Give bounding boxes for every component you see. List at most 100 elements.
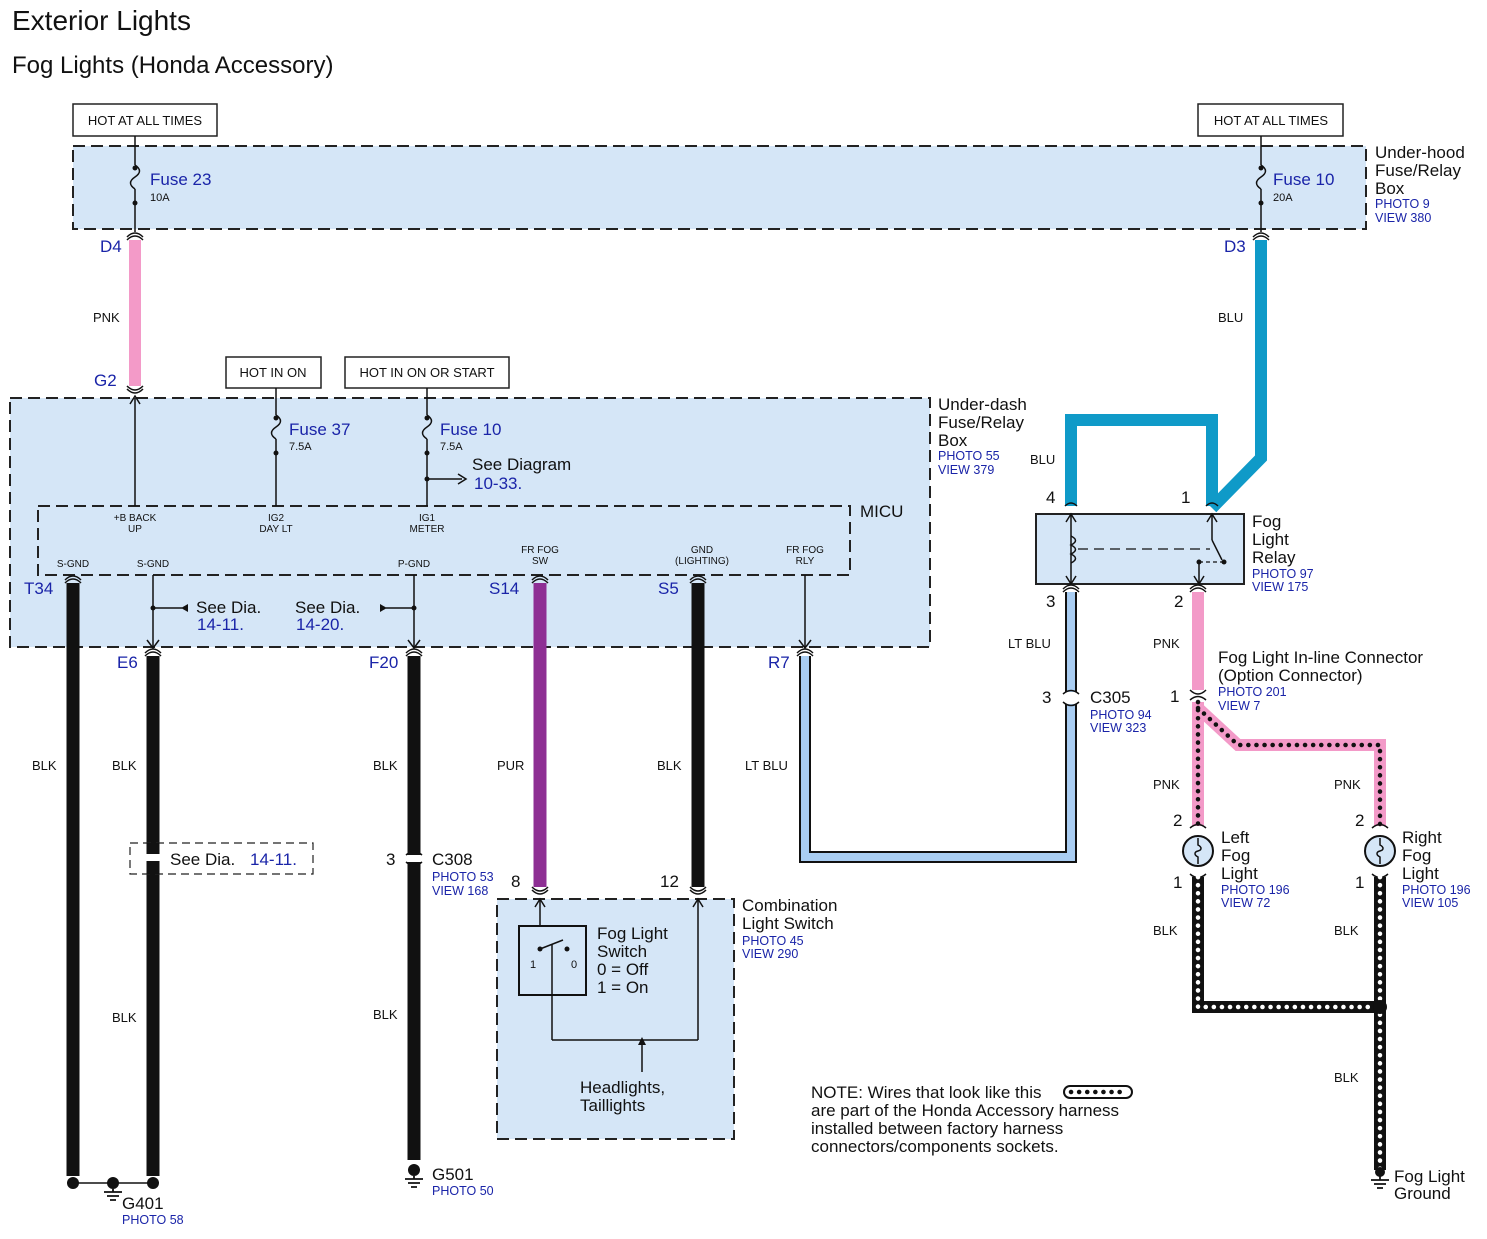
wire-label-blk-s5: BLK <box>657 758 682 773</box>
wire-label-ltblu-r7: LT BLU <box>745 758 788 773</box>
fuse-10-uh-name: Fuse 10 <box>1273 170 1334 189</box>
terminal-t34: T34 <box>24 579 53 598</box>
wire-label-blk-e6-lower: BLK <box>112 1010 137 1025</box>
micu-pin-gndlight-1: GND <box>691 545 713 556</box>
g501-ground-icon <box>405 1176 423 1188</box>
micu-pin-frfogrly-2: RLY <box>796 556 815 567</box>
wire-label-ltblu-relay: LT BLU <box>1008 636 1051 651</box>
right-fog-name-2: Fog <box>1402 846 1431 865</box>
wire-label-blk-e6-upper: BLK <box>112 758 137 773</box>
arrow-up-g2 <box>129 394 141 405</box>
underdash-view: VIEW 379 <box>938 463 994 477</box>
terminal-r7: R7 <box>768 653 790 672</box>
page-title: Exterior Lights <box>12 5 191 36</box>
hot-label-right: HOT AT ALL TIMES <box>1214 113 1328 128</box>
underdash-name-2: Fuse/Relay <box>938 413 1024 432</box>
fog-light-relay-box <box>1035 513 1245 585</box>
wire-label-blu-top: BLU <box>1218 310 1243 325</box>
terminal-d4: D4 <box>100 237 122 256</box>
terminal-d3: D3 <box>1224 237 1246 256</box>
micu-pin-frfogrly-1: FR FOG <box>786 545 824 556</box>
hot-label-left: HOT AT ALL TIMES <box>88 113 202 128</box>
wire-label-pnk-left-fog: PNK <box>1153 777 1180 792</box>
micu-label: MICU <box>860 502 903 521</box>
fog-ground-icon <box>1371 1176 1389 1189</box>
right-fog-pin-top: 2 <box>1355 811 1364 830</box>
c305-view: VIEW 323 <box>1090 721 1146 735</box>
micu-pin-sgnd-2: S-GND <box>137 559 169 570</box>
micu-pin-frfogsw-1: FR FOG <box>521 545 559 556</box>
relay-pin-1: 1 <box>1181 488 1190 507</box>
fuse-10-uh-symbol <box>1255 164 1267 190</box>
wire-label-blk-right-fog: BLK <box>1334 923 1359 938</box>
inline-name-2: (Option Connector) <box>1218 666 1363 685</box>
c305-name: C305 <box>1090 688 1131 707</box>
note-line-1: NOTE: Wires that look like this <box>811 1083 1042 1102</box>
fuse-37-rating: 7.5A <box>289 441 312 453</box>
relay-coil-icon <box>1069 535 1077 564</box>
left-fog-name-1: Left <box>1221 828 1250 847</box>
see-dia-e6-ref: 14-11. <box>250 850 297 869</box>
terminal-f20: F20 <box>369 653 398 672</box>
underdash-name-1: Under-dash <box>938 395 1027 414</box>
fuse-10-ud-name: Fuse 10 <box>440 420 501 439</box>
wire-ltblu-r7-c305 <box>799 656 1077 863</box>
micu-pin-sgnd-1: S-GND <box>57 559 89 570</box>
fuse-10-ud-symbol <box>421 414 433 440</box>
fog-switch-pos-off: 0 <box>571 959 577 971</box>
note-line-2: are part of the Honda Accessory harness <box>811 1101 1119 1120</box>
micu-pin-frfogsw-2: SW <box>532 556 549 567</box>
wire-label-blk-f20-lower: BLK <box>373 1007 398 1022</box>
wire-accessory-pnk <box>1192 702 1386 826</box>
fuse-37-symbol <box>270 414 282 440</box>
see-diagram-ref: 10-33. <box>474 474 522 493</box>
c308-name: C308 <box>432 850 473 869</box>
wire-accessory-blk <box>1192 877 1386 1170</box>
hot-label-in-on-or-start: HOT IN ON OR START <box>359 365 494 380</box>
left-fog-pin-bottom: 1 <box>1173 873 1182 892</box>
terminal-g2: G2 <box>94 371 117 390</box>
wire-blu-d3-relay <box>1207 240 1267 513</box>
wire-label-pnk-relay: PNK <box>1153 636 1180 651</box>
terminal-s5: S5 <box>658 579 679 598</box>
hot-box-right <box>1197 103 1344 137</box>
combo-switch-name-2: Light Switch <box>742 914 834 933</box>
headlights-label-1: Headlights, <box>580 1078 665 1097</box>
g501-name: G501 <box>432 1165 474 1184</box>
left-fog-name-2: Fog <box>1221 846 1250 865</box>
relay-contact <box>1211 539 1223 561</box>
relay-pin-2: 2 <box>1174 592 1183 611</box>
left-fog-name-3: Light <box>1221 864 1258 883</box>
relay-name-3: Relay <box>1252 548 1296 567</box>
underhood-name-2: Fuse/Relay <box>1375 161 1461 180</box>
headlights-label-2: Taillights <box>580 1096 645 1115</box>
terminal-s14: S14 <box>489 579 519 598</box>
arrow-right-see-diagram <box>457 473 468 485</box>
note-accessory-wire-sample <box>1063 1085 1133 1099</box>
right-fog-name-1: Right <box>1402 828 1442 847</box>
hot-box-in-on <box>225 356 322 389</box>
right-fog-pin-bottom: 1 <box>1355 873 1364 892</box>
underhood-view: VIEW 380 <box>1375 211 1431 225</box>
fog-switch-name-2: Switch <box>597 942 647 961</box>
note-line-4: connectors/components sockets. <box>811 1137 1059 1156</box>
hot-box-left <box>72 103 218 137</box>
relay-pin-4: 4 <box>1046 488 1055 507</box>
fuse-37-name: Fuse 37 <box>289 420 350 439</box>
wire-label-pnk-top: PNK <box>93 310 120 325</box>
wire-label-blk-t34: BLK <box>32 758 57 773</box>
fog-switch-name-4: 1 = On <box>597 978 649 997</box>
micu-pin-backup-2: UP <box>128 524 142 535</box>
micu-pin-pgnd: P-GND <box>398 559 430 570</box>
g401-photo: PHOTO 58 <box>122 1213 184 1227</box>
underdash-fuse-relay-box <box>9 397 931 648</box>
see-dia-2-text: See Dia. <box>295 598 360 617</box>
inline-view: VIEW 7 <box>1218 699 1260 713</box>
wire-label-blk-f20-upper: BLK <box>373 758 398 773</box>
see-dia-1-ref: 14-11. <box>197 615 244 634</box>
fuse-10-uh-rating: 20A <box>1273 192 1293 204</box>
g501-photo: PHOTO 50 <box>432 1184 494 1198</box>
micu-pin-ig2-2: DAY LT <box>259 524 292 535</box>
wire-blu-relay-loop <box>1065 414 1218 506</box>
